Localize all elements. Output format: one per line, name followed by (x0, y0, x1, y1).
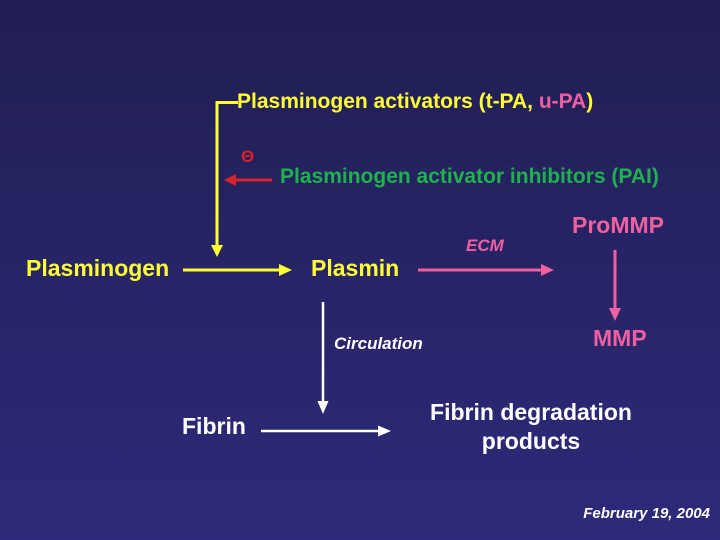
node-prommp: ProMMP (572, 212, 664, 238)
title-suffix: ) (586, 90, 594, 113)
plasmin-to-prommp-arrow (418, 264, 554, 276)
node-fibrin: Fibrin (182, 413, 246, 439)
prommp-to-mmp-arrow (609, 250, 621, 321)
node-mmp: MMP (593, 325, 647, 351)
fibrin-to-fdp-arrow (261, 425, 391, 437)
edge-label-circulation: Circulation (334, 334, 423, 353)
plasminogen-to-plasmin-arrow (183, 264, 292, 276)
activators-bracket-arrow (211, 101, 238, 257)
edge-label-ecm: ECM (466, 236, 504, 255)
inhibition-theta-icon: Θ (241, 147, 255, 166)
pai-inhibition-arrow (224, 174, 272, 186)
node-fibrin-degradation-products: Fibrin degradation products (430, 399, 632, 454)
slide-date: February 19, 2004 (583, 505, 710, 522)
title-prefix: Plasminogen activators (t-PA, (237, 90, 539, 113)
title: Plasminogen activators (t-PA, u-PA) (237, 90, 593, 113)
title-upa-highlight: u-PA (538, 90, 587, 113)
node-plasmin: Plasmin (311, 255, 400, 281)
plasmin-to-fibrin-arrow (317, 302, 329, 414)
node-plasminogen: Plasminogen (26, 255, 170, 281)
inhibitors-label: Plasminogen activator inhibitors (PAI) (280, 165, 659, 188)
